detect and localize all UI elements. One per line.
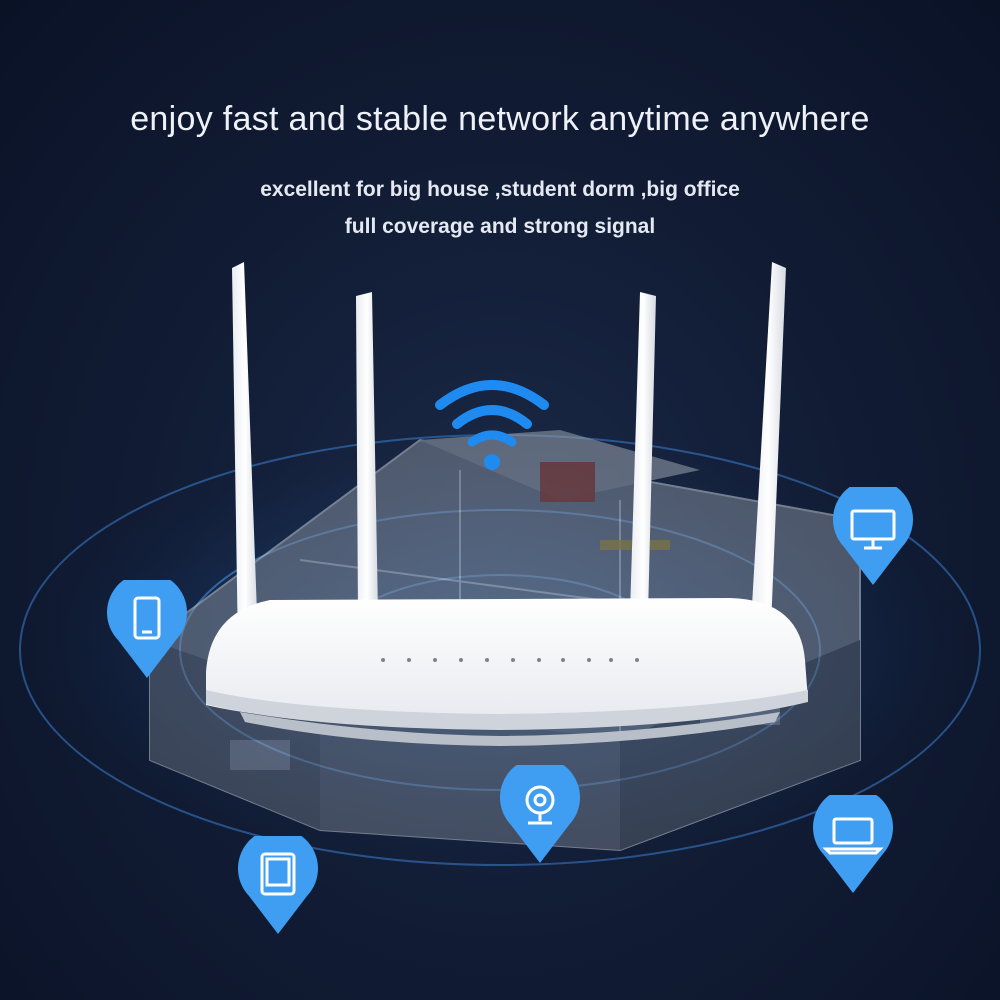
tablet-pin	[238, 836, 318, 934]
monitor-icon	[850, 509, 896, 550]
webcam-pin	[500, 765, 580, 863]
antennas	[232, 262, 786, 650]
router	[206, 598, 808, 746]
subline-coverage: full coverage and strong signal	[344, 215, 656, 238]
laptop-pin	[813, 795, 893, 893]
tablet-icon	[260, 852, 296, 896]
smartphone-pin	[107, 580, 187, 678]
smartphone-icon	[133, 596, 161, 640]
headline: enjoy fast and stable network anytime an…	[130, 100, 870, 138]
laptop-icon	[822, 817, 884, 855]
status-leds	[381, 658, 639, 662]
webcam-icon	[525, 785, 555, 825]
wifi-icon	[435, 380, 549, 470]
subline-use-cases: excellent for big house ,student dorm ,b…	[260, 178, 740, 201]
monitor-pin	[833, 487, 913, 585]
